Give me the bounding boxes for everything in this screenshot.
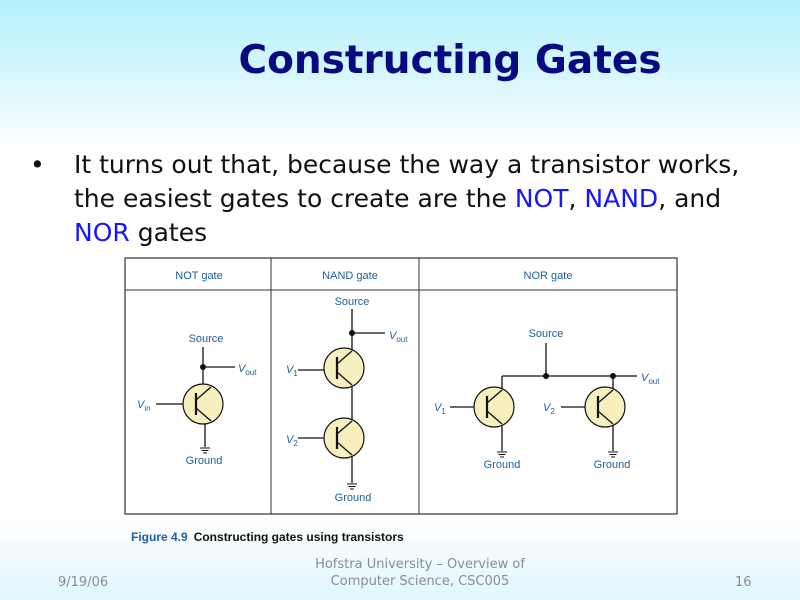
transistor-emitter xyxy=(336,441,353,456)
ground-icon xyxy=(347,483,357,490)
nor-v1-label: V1 xyxy=(434,402,446,416)
transistor-collector xyxy=(597,389,614,404)
transistor-body xyxy=(323,347,365,389)
transistor-collector xyxy=(336,350,353,365)
junction-dot xyxy=(543,373,549,379)
nor-ground-label: Ground xyxy=(594,459,631,471)
transistor-icon xyxy=(182,383,224,425)
not-vin-label: Vin xyxy=(137,399,151,413)
transistor-emitter xyxy=(195,407,212,422)
transistor-icon xyxy=(584,386,626,428)
ground-icon xyxy=(608,451,618,458)
figure-caption: Figure 4.9 Constructing gates using trans… xyxy=(131,530,404,544)
ground-icon xyxy=(200,447,210,454)
transistor-emitter xyxy=(597,410,614,425)
transistor-emitter xyxy=(486,410,503,425)
nand-vout-label: Vout xyxy=(389,330,408,344)
keyword-nor: NOR xyxy=(74,218,130,247)
nand-source-label: Source xyxy=(335,296,370,308)
nand-ground-label: Ground xyxy=(335,492,372,504)
nand-v1-label: V1 xyxy=(286,364,298,378)
transistor-collector xyxy=(195,386,212,401)
keyword-nand: NAND xyxy=(584,184,659,213)
transistor-collector xyxy=(486,389,503,404)
transistor-emitter xyxy=(336,371,353,386)
bullet-text: gates xyxy=(129,218,208,247)
transistor-icon xyxy=(323,347,365,389)
junction-dot xyxy=(610,373,616,379)
figure-frame xyxy=(124,257,678,515)
transistor-body xyxy=(323,417,365,459)
transistor-body xyxy=(584,386,626,428)
not-source-label: Source xyxy=(189,333,224,345)
footer-page-number: 16 xyxy=(735,575,752,590)
header-nand-gate: NAND gate xyxy=(322,270,378,282)
nor-ground-label: Ground xyxy=(484,459,521,471)
transistor-body xyxy=(473,386,515,428)
slide-title: Constructing Gates xyxy=(238,38,662,83)
transistor-icon xyxy=(473,386,515,428)
transistor-collector xyxy=(336,420,353,435)
keyword-not: NOT xyxy=(514,184,569,213)
nand-v2-label: V2 xyxy=(286,434,298,448)
bullet-text: It turns out that, because the way a tra… xyxy=(74,150,740,213)
junction-dot xyxy=(200,364,206,370)
bullet-text: , and xyxy=(658,184,722,213)
bullet-point: • It turns out that, because the way a t… xyxy=(30,148,770,250)
transistor-icon xyxy=(323,417,365,459)
junction-dot xyxy=(349,330,355,336)
nor-v2-label: V2 xyxy=(543,402,555,416)
caption-text: Constructing gates using transistors xyxy=(193,530,404,544)
nor-source-label: Source xyxy=(529,328,564,340)
footer-date: 9/19/06 xyxy=(58,575,109,590)
header-not-gate: NOT gate xyxy=(175,270,223,282)
header-nor-gate: NOR gate xyxy=(524,270,573,282)
transistor-body xyxy=(182,383,224,425)
ground-icon xyxy=(497,451,507,458)
bullet-dot: • xyxy=(30,150,45,179)
figure-number: Figure 4.9 xyxy=(131,530,188,544)
not-ground-label: Ground xyxy=(186,455,223,467)
not-vout-label: Vout xyxy=(238,363,257,377)
bullet-text: , xyxy=(568,184,585,213)
nor-vout-label: Vout xyxy=(641,372,660,386)
